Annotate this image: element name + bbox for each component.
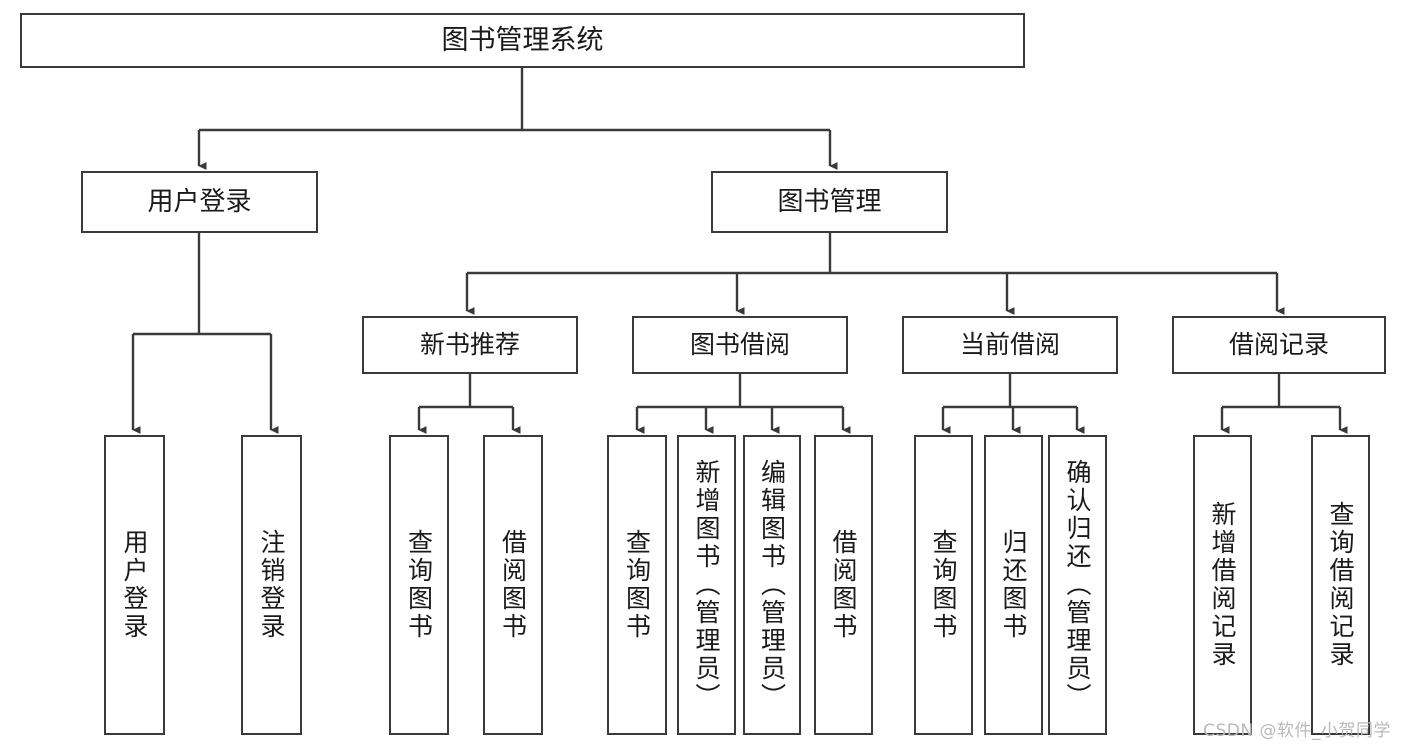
leaf-query-book-current[interactable]: 查询图书	[914, 435, 973, 735]
node-label: 图书管理系统	[441, 24, 604, 56]
node-label: 新增借阅记录	[1208, 501, 1237, 669]
node-root-system[interactable]: 图书管理系统	[20, 13, 1025, 68]
leaf-edit-book-admin[interactable]: 编辑图书（管理员）	[743, 435, 801, 735]
leaf-return-book[interactable]: 归还图书	[984, 435, 1043, 735]
node-borrow-record[interactable]: 借阅记录	[1172, 316, 1386, 374]
node-label: 图书管理	[777, 186, 882, 217]
node-label: 查询图书	[404, 529, 434, 641]
leaf-query-borrow-record[interactable]: 查询借阅记录	[1311, 435, 1370, 735]
leaf-add-borrow-record[interactable]: 新增借阅记录	[1193, 435, 1252, 735]
node-label: 归还图书	[999, 529, 1028, 641]
leaf-borrow-book-recommend[interactable]: 借阅图书	[483, 435, 543, 735]
node-label: 注销登录	[257, 529, 286, 641]
node-label: 借阅图书	[498, 529, 528, 641]
leaf-borrow-book-borrow[interactable]: 借阅图书	[814, 435, 873, 735]
node-label: 借阅记录	[1228, 330, 1329, 360]
connector-group	[131, 68, 1348, 434]
node-book-management[interactable]: 图书管理	[711, 171, 948, 233]
watermark-text: CSDN @软件_小贺同学	[1203, 721, 1391, 741]
node-label: 借阅图书	[829, 529, 858, 641]
node-label: 查询图书	[929, 529, 958, 641]
node-label: 编辑图书（管理员）	[757, 459, 787, 711]
node-label: 用户登录	[147, 186, 252, 217]
node-new-book-recommend[interactable]: 新书推荐	[362, 316, 578, 374]
node-user-login[interactable]: 用户登录	[81, 171, 318, 233]
node-label: 新增图书（管理员）	[692, 459, 721, 711]
node-label: 新书推荐	[419, 330, 520, 360]
node-label: 查询图书	[622, 529, 652, 641]
leaf-query-book-recommend[interactable]: 查询图书	[389, 435, 449, 735]
node-label: 确认归还（管理员）	[1063, 459, 1092, 711]
node-current-borrow[interactable]: 当前借阅	[902, 316, 1118, 374]
node-label: 查询借阅记录	[1326, 501, 1355, 669]
node-label: 用户登录	[120, 529, 149, 641]
leaf-user-login[interactable]: 用户登录	[104, 435, 165, 735]
node-book-borrow[interactable]: 图书借阅	[632, 316, 848, 374]
leaf-add-book-admin[interactable]: 新增图书（管理员）	[677, 435, 736, 735]
leaf-query-book-borrow[interactable]: 查询图书	[607, 435, 667, 735]
node-label: 图书借阅	[689, 330, 790, 360]
leaf-logout[interactable]: 注销登录	[241, 435, 302, 735]
node-label: 当前借阅	[959, 330, 1060, 360]
leaf-confirm-return-admin[interactable]: 确认归还（管理员）	[1048, 435, 1107, 735]
